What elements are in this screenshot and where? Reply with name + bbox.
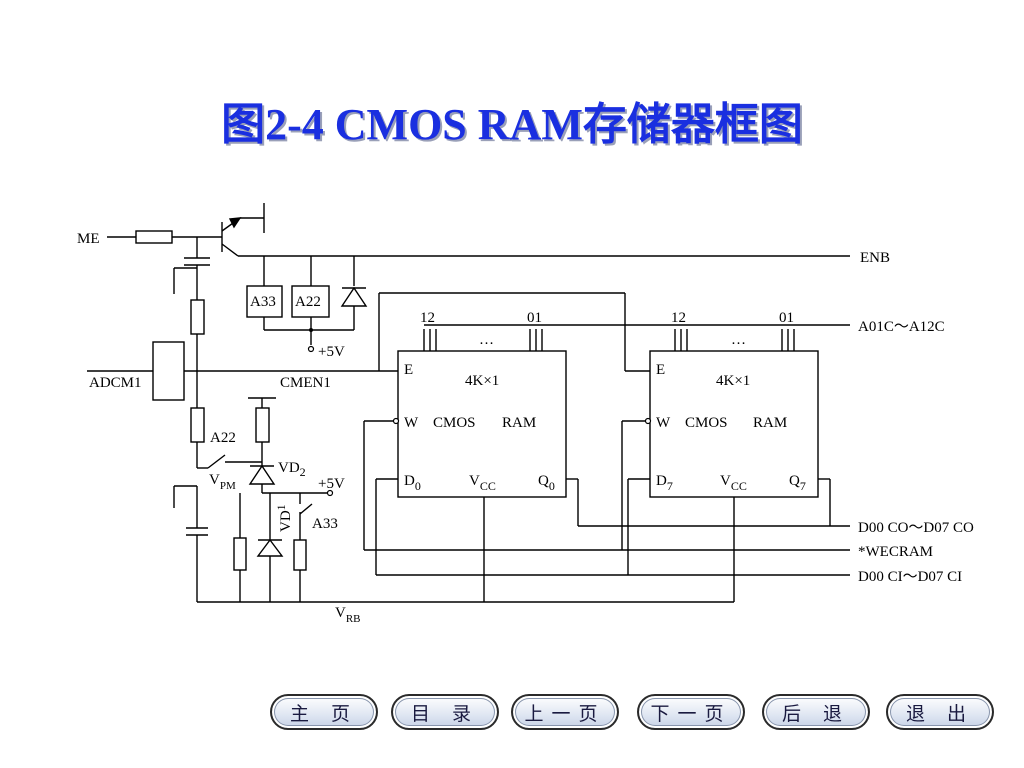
chip2-e: E	[656, 362, 665, 378]
wecram-label: *WECRAM	[858, 544, 933, 560]
next-page-button[interactable]: 下一页	[637, 694, 745, 730]
chip2-d: D7	[656, 473, 673, 493]
chip1-q: Q0	[538, 473, 555, 493]
chip2-dots: …	[731, 332, 746, 348]
vrb-label: VRB	[335, 605, 361, 625]
exit-button[interactable]: 退 出	[886, 694, 994, 730]
chip1-ram: RAM	[502, 415, 536, 431]
chip1-vcc: VCC	[469, 473, 496, 493]
vd2-label: VD2	[278, 460, 306, 479]
a33-switch-label: A33	[312, 516, 338, 532]
vd1-label: VD1	[274, 504, 294, 532]
chip2-q: Q7	[789, 473, 806, 493]
chip1-pin-12: 12	[420, 310, 435, 326]
plus5v-top-label: +5V	[318, 344, 345, 360]
chip1-pin-01: 01	[527, 310, 542, 326]
page-title: 图2-4 CMOS RAM存储器框图	[221, 100, 803, 149]
plus5v-mid-label: +5V	[318, 476, 345, 492]
chip1-e: E	[404, 362, 413, 378]
me-label: ME	[77, 231, 100, 247]
chip1-dots: …	[479, 332, 494, 348]
chip1-size: 4K×1	[465, 373, 499, 389]
chip2-cmos: CMOS	[685, 415, 728, 431]
chip2-w: W	[656, 415, 671, 431]
a22-switch-label: A22	[210, 430, 236, 446]
chip2-pin-12: 12	[671, 310, 686, 326]
a33-relay-label: A33	[250, 294, 276, 310]
chip1-cmos: CMOS	[433, 415, 476, 431]
chip2-ram: RAM	[753, 415, 787, 431]
address-bus-label: A01C～A12C	[858, 319, 945, 335]
vpm-label: VPM	[209, 472, 236, 492]
adcm1-label: ADCM1	[89, 375, 142, 391]
home-button[interactable]: 主 页	[270, 694, 378, 730]
a22-relay-label: A22	[295, 294, 321, 310]
data-in-bus-label: D00 CI～D07 CI	[858, 569, 962, 585]
circuit-diagram: ME ENB A33 A22 +5V ADCM1 CMEN1 A22 VD2 V…	[77, 203, 974, 625]
previous-page-button[interactable]: 上一页	[511, 694, 619, 730]
back-button[interactable]: 后 退	[762, 694, 870, 730]
contents-button[interactable]: 目 录	[391, 694, 499, 730]
chip2-size: 4K×1	[716, 373, 750, 389]
chip1-d: D0	[404, 473, 421, 493]
enb-label: ENB	[860, 250, 890, 266]
cmen1-label: CMEN1	[280, 375, 331, 391]
data-out-bus-label: D00 CO～D07 CO	[858, 520, 974, 536]
chip2-vcc: VCC	[720, 473, 747, 493]
chip1-w: W	[404, 415, 419, 431]
chip2-pin-01: 01	[779, 310, 794, 326]
